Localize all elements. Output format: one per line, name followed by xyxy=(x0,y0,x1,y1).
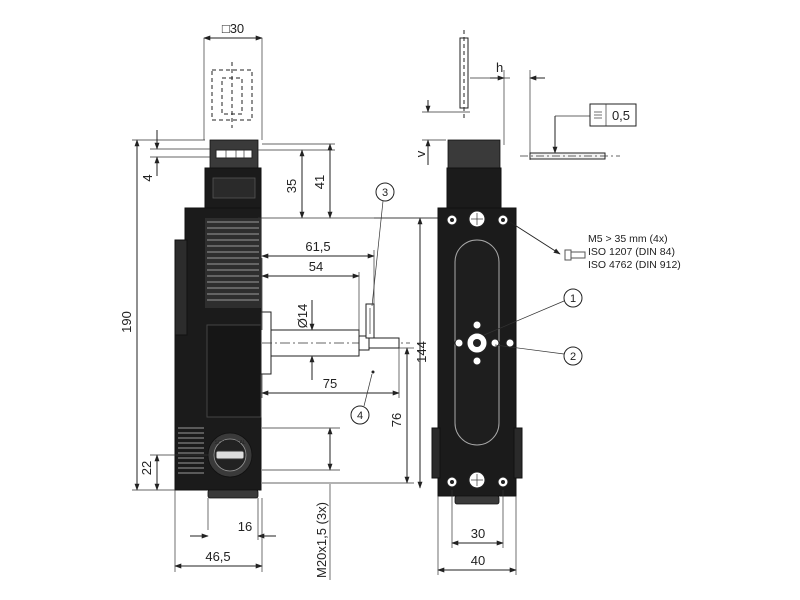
dim-41: 41 xyxy=(312,175,327,189)
dim-54: 54 xyxy=(309,259,323,274)
dim-d14: Ø14 xyxy=(295,304,310,329)
dim-22: 22 xyxy=(139,461,154,475)
flatness-value: 0,5 xyxy=(612,108,630,123)
brand-label: SCHMERSAL xyxy=(214,440,245,446)
callout-4: 4 xyxy=(350,370,375,425)
svg-text:2: 2 xyxy=(570,351,576,363)
svg-text:1: 1 xyxy=(570,293,576,305)
screw-note-line2: ISO 1207 (DIN 84) xyxy=(588,246,675,258)
actuator-side xyxy=(209,62,259,169)
switch-body-front xyxy=(431,167,523,505)
switch-body-side: SCHMERSAL xyxy=(174,167,262,499)
dimension-lines-left: □30 190 4 35 41 61,5 54 Ø14 xyxy=(119,21,440,580)
dimension-lines-right: 30 40 xyxy=(437,490,517,575)
lower-ribs xyxy=(178,427,204,474)
ribbed-section xyxy=(205,218,261,308)
dim-35: 35 xyxy=(284,179,299,193)
dim-square-30: □30 xyxy=(222,21,244,36)
label-v: v xyxy=(413,150,428,157)
dim-75: 75 xyxy=(323,376,337,391)
screw-bottom-right xyxy=(497,476,509,488)
tolerance-hv: h v 0,5 xyxy=(413,60,637,165)
callout-1: 1 xyxy=(483,288,583,336)
dim-thread: M20x1,5 (3x) xyxy=(314,502,329,578)
lock-cylinder: SCHMERSAL xyxy=(207,432,253,478)
screw-note: M5 > 35 mm (4x) ISO 1207 (DIN 84) ISO 47… xyxy=(509,221,681,271)
callout-2: 2 xyxy=(494,344,583,366)
screw-top-left xyxy=(446,214,458,226)
dim-190: 190 xyxy=(119,311,134,333)
dim-4: 4 xyxy=(140,174,155,181)
screw-bottom-left xyxy=(446,476,458,488)
dim-144: 144 xyxy=(414,341,429,363)
dim-76: 76 xyxy=(389,413,404,427)
svg-text:4: 4 xyxy=(357,410,363,422)
screw-note-line1: M5 > 35 mm (4x) xyxy=(588,233,668,245)
dim-61-5: 61,5 xyxy=(305,239,330,254)
screw-note-line3: ISO 4762 (DIN 912) xyxy=(588,259,681,271)
actuator-shaft xyxy=(260,303,410,375)
dim-40: 40 xyxy=(471,553,485,568)
label-h: h xyxy=(496,60,503,75)
svg-text:3: 3 xyxy=(382,187,388,199)
callout-3: 3 xyxy=(371,182,395,307)
actuator-front xyxy=(447,30,501,169)
dim-46-5: 46,5 xyxy=(205,549,230,564)
dim-30: 30 xyxy=(471,526,485,541)
screw-top-right xyxy=(497,214,509,226)
dim-16: 16 xyxy=(238,519,252,534)
flatness-icon xyxy=(594,111,602,119)
screw-icon xyxy=(564,249,586,261)
